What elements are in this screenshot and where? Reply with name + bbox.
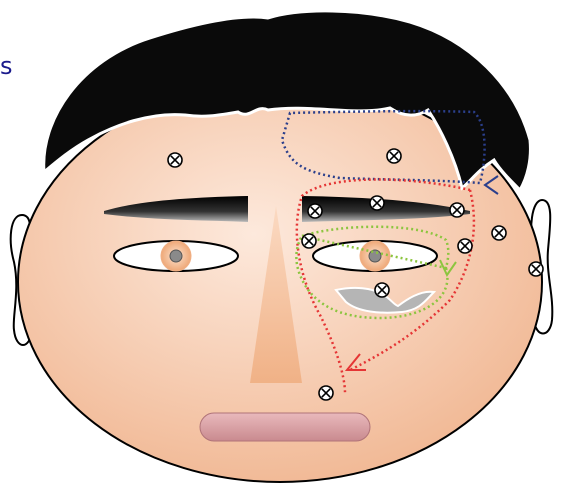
brow-outer-marker — [450, 203, 464, 217]
left-pupil — [170, 250, 182, 262]
outer-canthus-marker — [458, 239, 472, 253]
infraorbital-marker — [375, 283, 389, 297]
inner-canthus-marker — [302, 234, 316, 248]
mouth-corner-marker — [319, 386, 333, 400]
right-pupil — [369, 250, 381, 262]
forehead-right-marker — [387, 149, 401, 163]
cheek-edge-marker — [529, 262, 543, 276]
temple-marker — [492, 226, 506, 240]
forehead-center-marker — [168, 153, 182, 167]
lips — [200, 413, 370, 441]
brow-inner-marker — [308, 204, 322, 218]
brow-middle-marker — [370, 196, 384, 210]
